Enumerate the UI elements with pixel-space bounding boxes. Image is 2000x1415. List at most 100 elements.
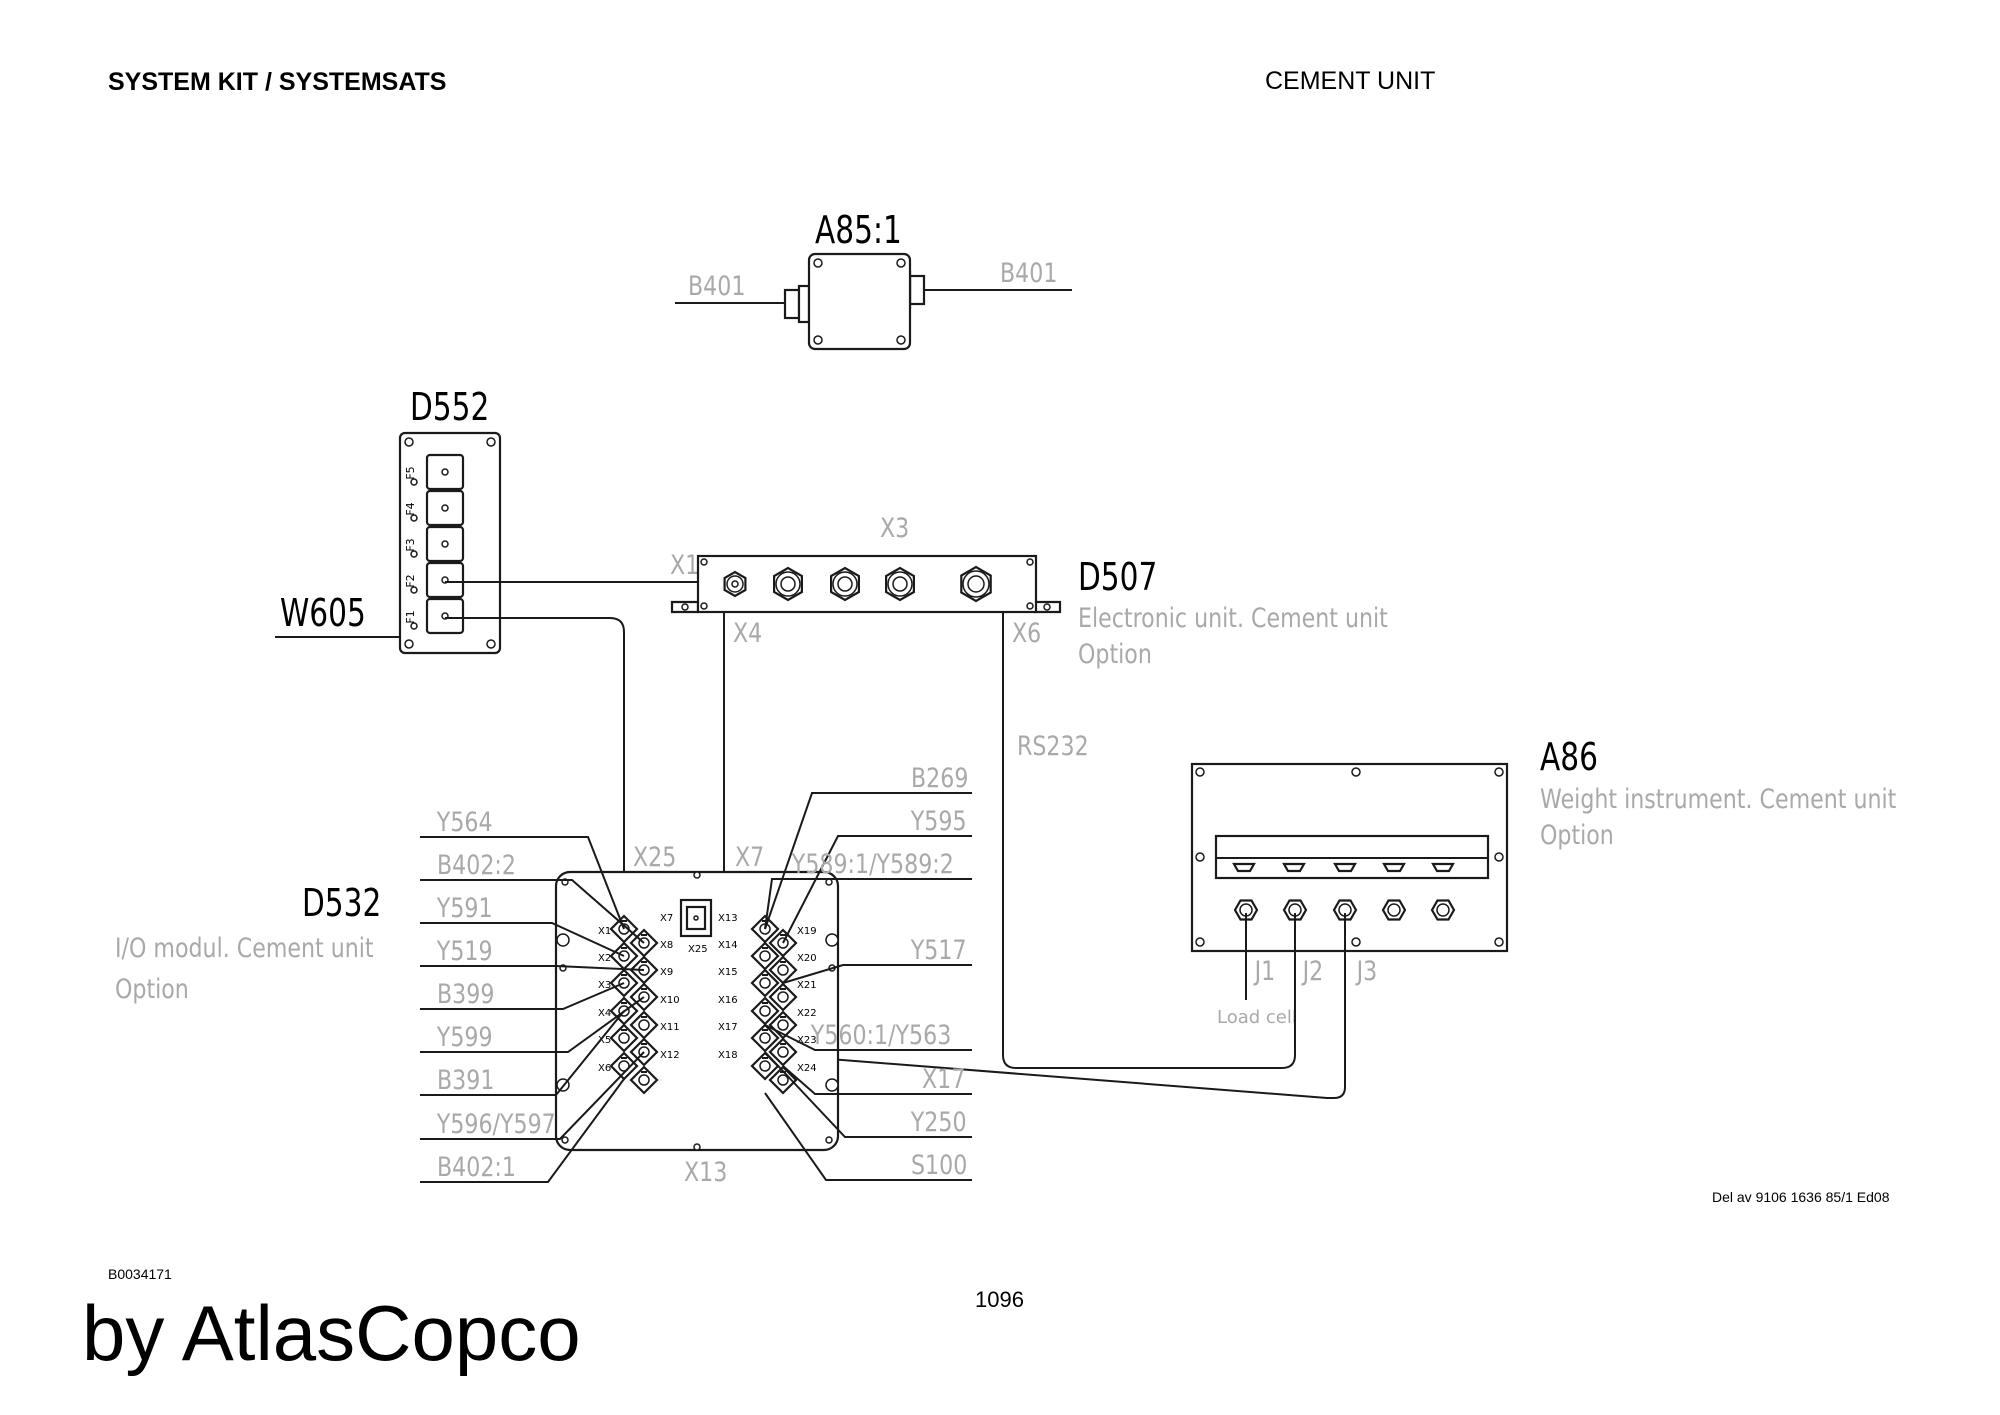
a86-port-j2: J2 <box>1301 955 1323 987</box>
pin-label: X7 <box>660 913 673 924</box>
a86-key-icon <box>1333 862 1357 873</box>
signal-leader-line <box>764 792 972 930</box>
screw-icon <box>896 335 906 345</box>
signal-label-b391: B391 <box>437 1064 494 1096</box>
screw-icon <box>1043 603 1051 611</box>
signal-leader-line <box>420 996 645 1053</box>
signal-label-y599: Y599 <box>436 1021 493 1053</box>
pin-label: X9 <box>660 967 673 978</box>
connector-icon <box>750 941 780 971</box>
d532-top-x25: X25 <box>633 841 676 873</box>
d552-slot-label: F3 <box>404 538 417 551</box>
connector-socket <box>777 991 789 1003</box>
pin-label: X8 <box>660 940 673 951</box>
connector-icon <box>750 996 780 1026</box>
d507-port-x1: X1 <box>670 549 699 581</box>
screw-icon <box>486 437 496 447</box>
screw-icon <box>1494 852 1504 862</box>
a86-key-icon <box>1282 862 1306 873</box>
connector-socket <box>777 1019 789 1031</box>
signal-leader-line <box>420 879 645 944</box>
cable-gland-icon <box>829 566 861 602</box>
signal-leader-line <box>420 965 645 971</box>
connector-icon <box>629 1065 659 1095</box>
screw-icon <box>813 258 823 268</box>
connector-socket <box>759 950 771 962</box>
connector-socket <box>618 1060 630 1072</box>
d532-desc-line2: Option <box>115 973 189 1005</box>
signal-label-b402-2: B402:2 <box>437 849 516 881</box>
slot-indicator-icon <box>441 504 449 512</box>
signal-leader-line <box>782 1065 972 1095</box>
pin-label: X3 <box>598 980 611 991</box>
connector-icon <box>768 1037 798 1067</box>
connector-socket <box>638 1019 650 1031</box>
d532-desc-line1: I/O modul. Cement unit <box>115 932 374 964</box>
header-left-title: SYSTEM KIT / SYSTEMSATS <box>108 68 446 96</box>
header-right-title: CEMENT UNIT <box>1265 67 1435 95</box>
screw-icon <box>825 1136 833 1144</box>
pin-label: X23 <box>797 1035 817 1046</box>
screw-icon <box>561 1136 569 1144</box>
gland-core <box>780 576 796 592</box>
a86-cable-glands <box>1233 899 1456 921</box>
signal-label-y560: Y560:1/Y563 <box>810 1019 951 1051</box>
gland-core <box>1387 903 1401 917</box>
pin-label: X22 <box>797 1008 817 1019</box>
d507-port-x3: X3 <box>880 512 909 544</box>
signal-leader-line <box>420 982 625 1010</box>
d552-slot-label: F1 <box>404 610 417 623</box>
d552-slot-label: F2 <box>404 574 417 587</box>
gland-core <box>837 576 853 592</box>
a86-key-icon <box>1232 862 1256 873</box>
d507-unit: D507 Electronic unit. Cement unit Option… <box>670 512 1388 670</box>
signal-label-y250: Y250 <box>910 1106 967 1138</box>
cable-gland-icon <box>884 566 916 602</box>
d507-desc-line1: Electronic unit. Cement unit <box>1078 602 1388 634</box>
cable-gland-icon <box>1381 899 1407 921</box>
connector-socket <box>759 1005 771 1017</box>
d552-slot-f4: F4 <box>404 489 465 527</box>
d532-top-x7: X7 <box>735 841 764 873</box>
pin-label: X24 <box>797 1063 817 1074</box>
signal-leader-line <box>420 1051 645 1140</box>
a85-left-connector <box>783 288 801 320</box>
pin-label: X17 <box>718 1022 738 1033</box>
signal-label-x17: X17 <box>922 1063 965 1095</box>
d552-slot-f3: F3 <box>404 525 465 563</box>
screw-icon <box>1195 767 1205 777</box>
wiring <box>445 581 1346 1099</box>
signal-leader-line <box>420 836 625 930</box>
page-number: 1096 <box>975 1287 1024 1312</box>
a85-junction-box: A85:1 B401 B401 <box>675 208 1072 351</box>
signal-label-b269: B269 <box>911 762 968 794</box>
connector-socket <box>759 1032 771 1044</box>
d507-label: D507 <box>1078 555 1157 600</box>
d552-slot-f2: F2 <box>404 561 465 599</box>
slot-led-icon <box>410 514 418 522</box>
connector-socket <box>759 977 771 989</box>
pin-label: X15 <box>718 967 738 978</box>
pin-label: X2 <box>598 953 611 964</box>
mount-hole-icon <box>556 933 570 947</box>
pin-label: X1 <box>598 926 611 937</box>
screw-icon <box>1195 852 1205 862</box>
connector-socket <box>638 1074 650 1086</box>
cable-gland-icon <box>960 565 992 603</box>
screw-icon <box>693 915 699 921</box>
gland-core <box>1436 903 1450 917</box>
screw-icon <box>1494 767 1504 777</box>
slot-indicator-icon <box>441 540 449 548</box>
screw-icon <box>1026 558 1034 566</box>
pin-label: X21 <box>797 980 817 991</box>
signal-leader-line <box>764 1024 972 1051</box>
signal-leader-line <box>420 922 625 957</box>
signal-label-y564: Y564 <box>436 806 493 838</box>
signal-leader-line <box>782 835 972 944</box>
signal-leader-line <box>420 1078 625 1183</box>
screw-icon <box>693 871 701 879</box>
cable-gland-icon <box>1332 899 1358 921</box>
slot-indicator-icon <box>441 468 449 476</box>
